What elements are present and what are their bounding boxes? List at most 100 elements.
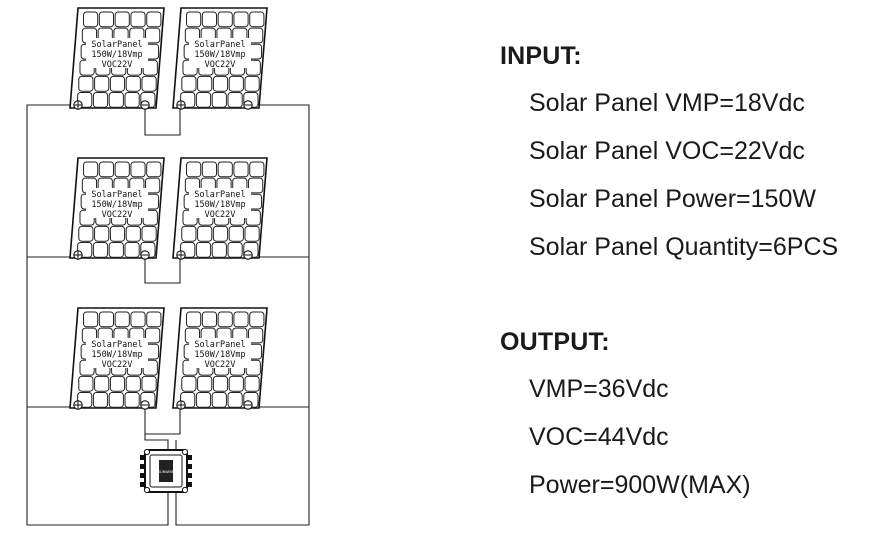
panel-cell [78,75,94,92]
panel-label-voc: VOC22V [205,360,236,370]
panel-cell [227,92,243,108]
panel-cell [186,11,202,28]
negative-terminal-icon [243,100,253,110]
panel-label-bg [86,38,148,68]
panel-cell [233,11,249,28]
panel-cell [77,242,93,258]
panel-label-name: SolarPanel [194,40,245,50]
wiring-diagram: SolarPanel150W/18VmpVOC22VSolarPanel150W… [26,7,310,526]
panel-label-name: SolarPanel [91,190,142,200]
panel-cell [124,242,140,258]
negative-terminal-icon [243,250,253,260]
panel-cell [248,177,264,194]
wire-2 [175,104,310,526]
negative-terminal-icon [140,250,150,260]
panel-cell [212,225,229,242]
panel-label-bg [86,188,148,218]
input-heading: INPUT: [500,42,582,70]
panel-cell [92,392,109,408]
panel-cell [186,311,202,328]
negative-terminal-icon [140,100,150,110]
mount-hole-icon [143,448,151,456]
panel-label-voc: VOC22V [102,210,133,220]
panel-cell [227,392,243,408]
panel-cell [244,225,260,242]
panel-cell [125,225,141,242]
combiner-label-plate [159,460,173,482]
panel-cell [181,375,197,392]
panel-label-voc: VOC22V [205,210,236,220]
output-heading: OUTPUT: [500,328,610,356]
panel-label-rating: 150W/18Vmp [91,50,142,60]
panel-cell [195,92,212,108]
panel-cell [146,161,162,178]
panel-cell [83,161,99,178]
positive-terminal-icon [73,100,83,110]
panel-cell [92,92,109,108]
panel-label-rating: 150W/18Vmp [194,200,245,210]
panel-cell [180,242,196,258]
panel-cell [180,92,196,108]
panel-cell [98,161,115,178]
panel-cell [114,11,130,28]
negative-terminal-icon [243,400,253,410]
panel-cell [109,375,126,392]
wire-7 [144,407,181,435]
negative-terminal-icon [140,400,150,410]
panel-cell [77,92,93,108]
panel-cell [217,161,233,178]
panel-cell [197,375,213,392]
panel-cell [124,92,140,108]
panel-cell [186,161,202,178]
panel-cell [249,11,265,28]
panel-cell [145,177,161,194]
solar-panel-array: SolarPanel150W/18VmpVOC22VSolarPanel150W… [69,7,268,410]
panel-cell [212,75,229,92]
wire-4 [144,257,181,284]
panel-cell [92,242,109,258]
panel-cell [108,242,124,258]
panel-cell [197,225,213,242]
panel-cell [141,225,157,242]
panel-cell [145,327,161,344]
panel-label-name: SolarPanel [194,340,245,350]
panel-cell [181,225,197,242]
panel-cell [244,75,260,92]
panel-cell [78,225,94,242]
panel-label-name: SolarPanel [91,40,142,50]
combiner-box: SUNWISE [140,448,192,494]
mount-hole-icon [181,448,189,456]
panel-label-rating: 150W/18Vmp [91,350,142,360]
positive-terminal-icon [176,100,186,110]
panel-cell [195,392,212,408]
wire-1 [144,105,181,136]
panel-cell [94,75,110,92]
panel-cell [217,11,233,28]
panel-label-bg [86,338,148,368]
panel-cell [108,392,124,408]
input-line-vmp: Solar Panel VMP=18Vdc [529,89,805,117]
panel-cell [201,11,218,28]
panel-cell [180,392,196,408]
panel-cell [94,225,110,242]
panel-cell [228,225,244,242]
panel-cell [98,11,115,28]
panel-cell [228,375,244,392]
panel-cell [228,75,244,92]
panel-cell [125,75,141,92]
panel-cell [212,375,229,392]
panel-cell [248,327,264,344]
output-line-vmp: VMP=36Vdc [529,375,669,403]
panel-cell [227,242,243,258]
panel-cell [145,27,161,44]
panel-cell [109,225,126,242]
panel-cell [201,311,218,328]
input-line-quantity: Solar Panel Quantity=6PCS [529,233,839,261]
input-line-voc: Solar Panel VOC=22Vdc [529,137,805,165]
panel-cell [114,311,130,328]
